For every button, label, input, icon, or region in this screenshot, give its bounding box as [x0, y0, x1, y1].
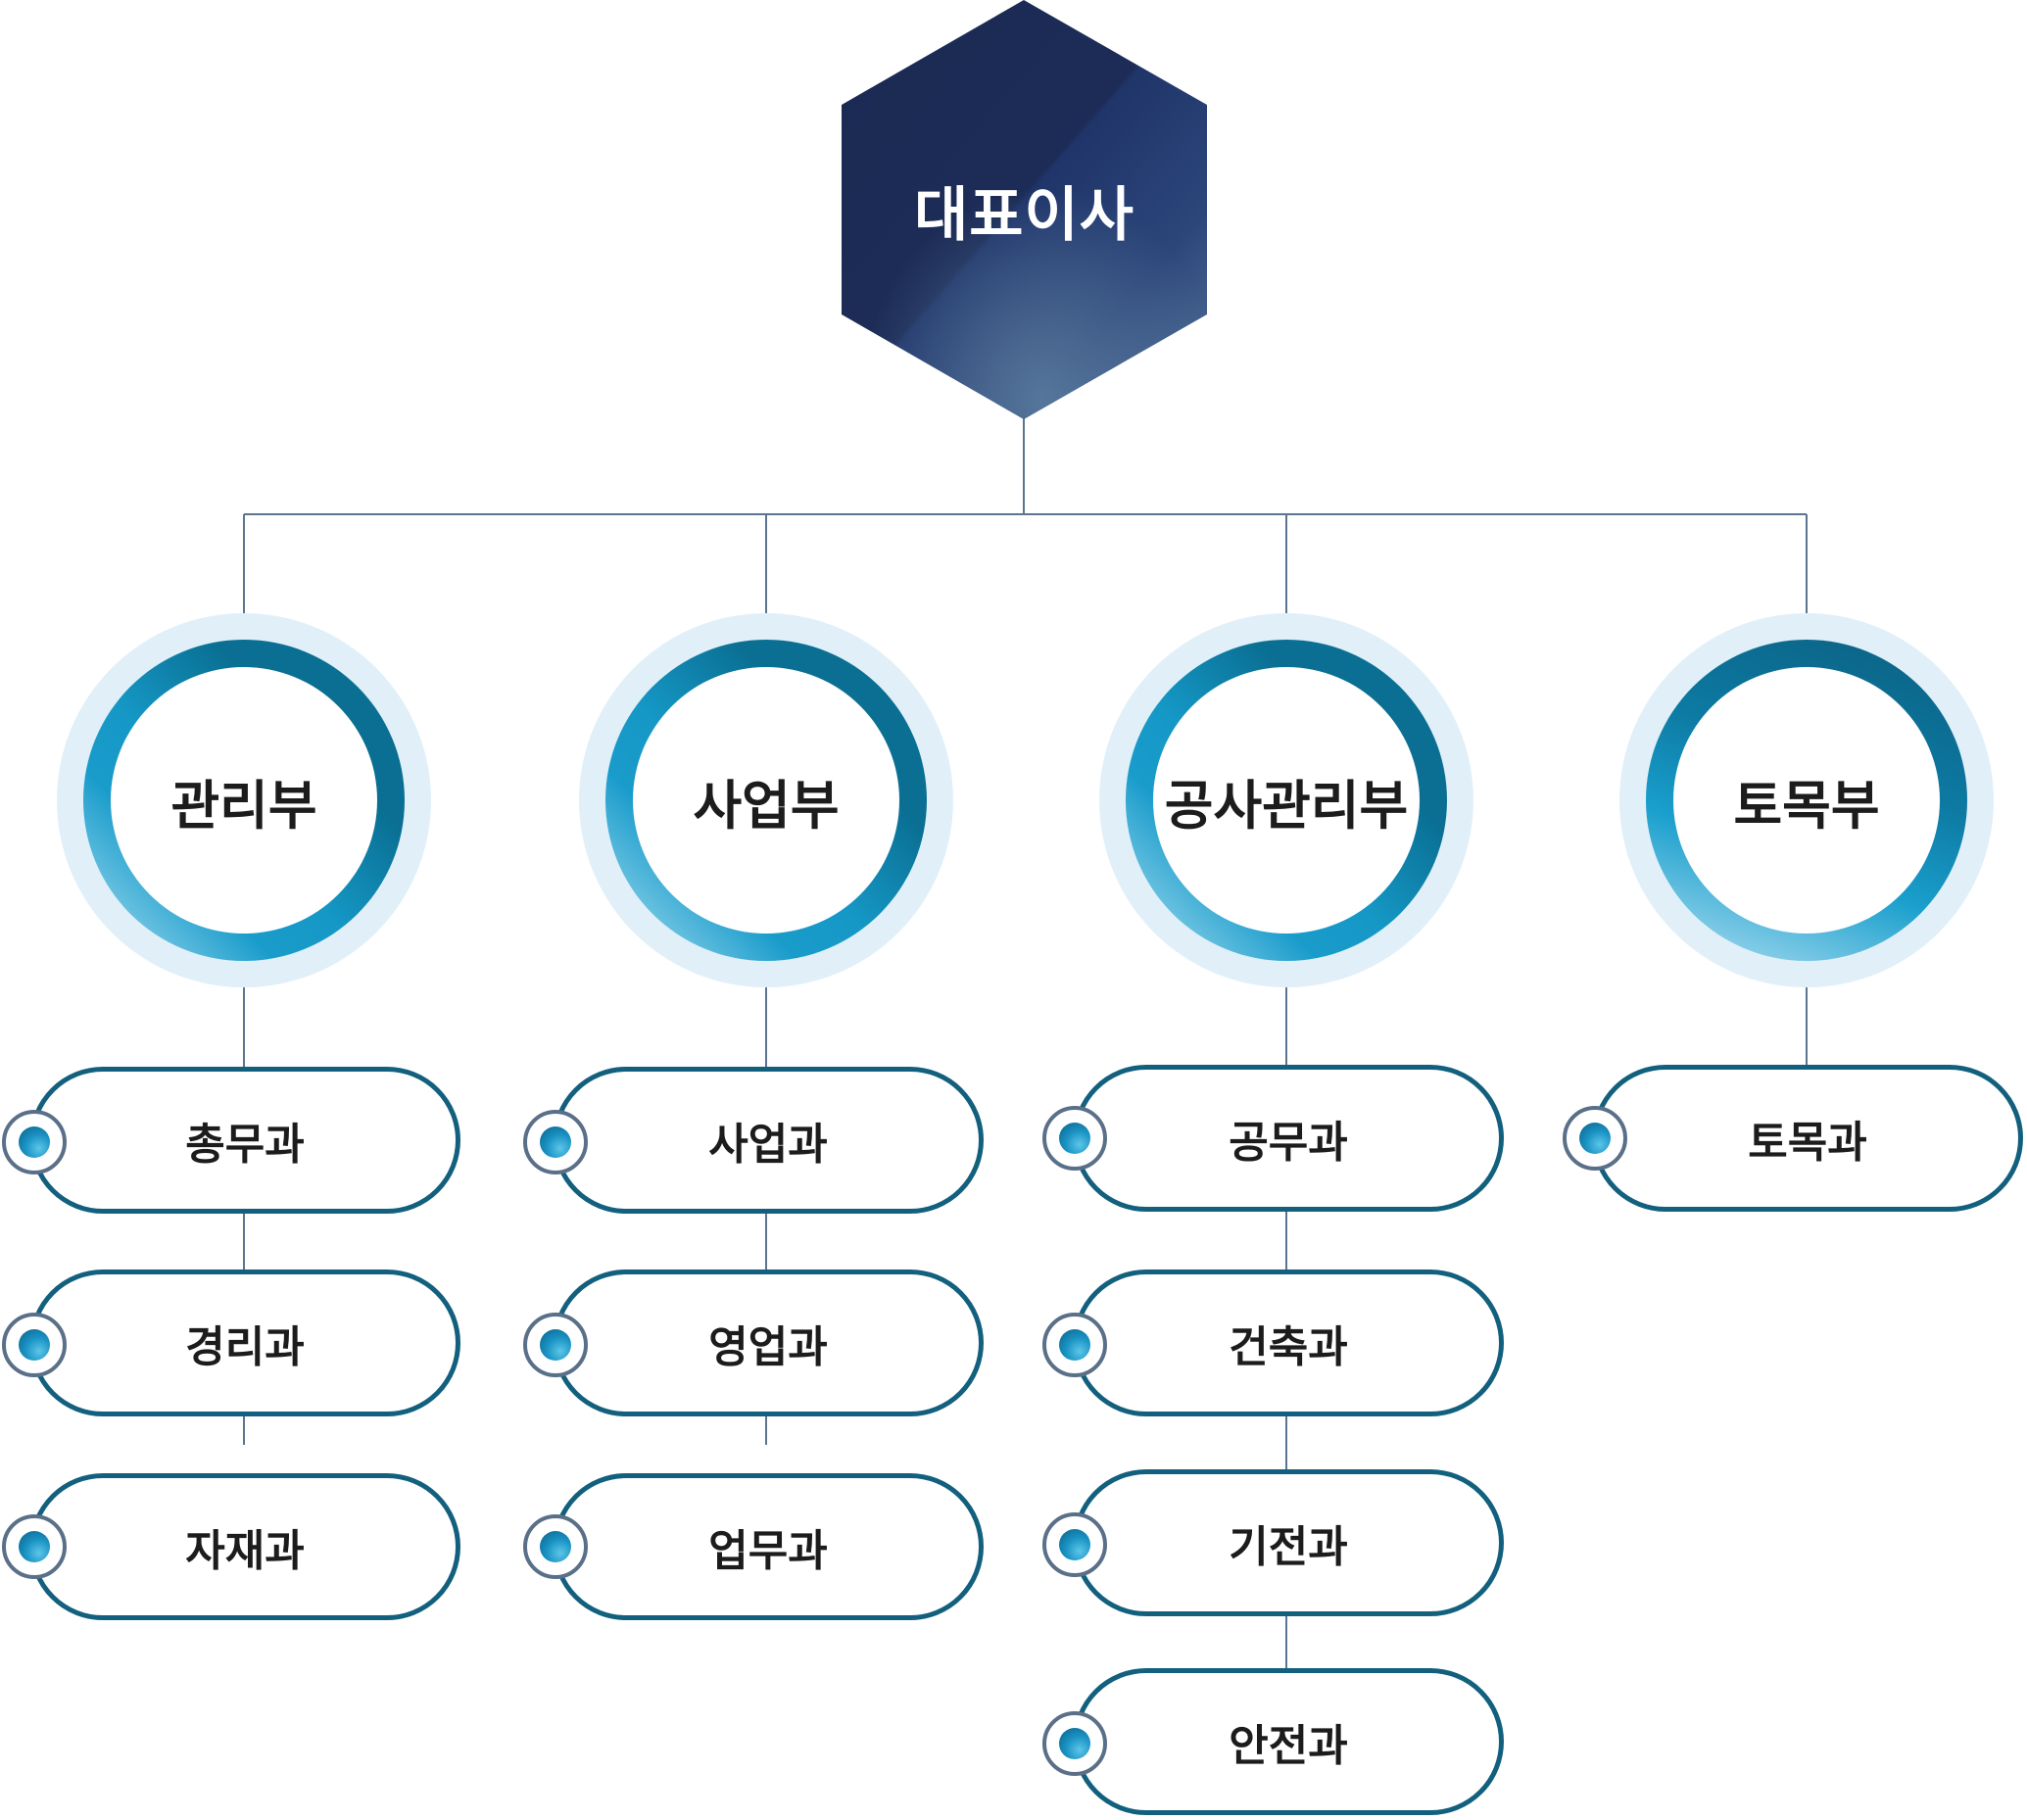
bullet-dot [1059, 1728, 1090, 1759]
department-title: 사업부 [693, 774, 840, 837]
department-title: 관리부 [170, 774, 317, 837]
bullet-dot [540, 1531, 571, 1562]
team-bullet-icon [1563, 1106, 1627, 1171]
bullet-dot [1579, 1123, 1611, 1154]
ceo-node: 대표이사 [842, 0, 1207, 419]
team-title: 자재과 [185, 1526, 305, 1576]
bullet-dot [19, 1531, 50, 1562]
bullet-dot [19, 1329, 50, 1361]
team-title: 경리과 [185, 1322, 305, 1372]
team-bullet-icon [523, 1514, 588, 1579]
team-bullet-icon [1042, 1711, 1107, 1776]
team-bullet-icon [2, 1110, 67, 1174]
department-node: 토목부 [1619, 613, 1994, 987]
department-node: 공사관리부 [1099, 613, 1473, 987]
team-bullet-icon [523, 1110, 588, 1174]
team-title: 영업과 [708, 1322, 828, 1372]
bullet-dot [1059, 1529, 1090, 1560]
hexagon-shape [842, 0, 1207, 419]
team-node: 안전과 [1073, 1668, 1504, 1815]
team-node: 기전과 [1073, 1469, 1504, 1616]
department-title: 토목부 [1733, 774, 1880, 837]
team-title: 총무과 [185, 1120, 305, 1170]
team-bullet-icon [523, 1313, 588, 1377]
team-title: 기전과 [1229, 1522, 1348, 1572]
department-core: 공사관리부 [1153, 667, 1420, 934]
team-node: 업무과 [553, 1473, 984, 1620]
bullet-dot [1059, 1123, 1090, 1154]
team-node: 사업과 [553, 1067, 984, 1214]
team-bullet-icon [2, 1514, 67, 1579]
team-title: 건축과 [1229, 1322, 1348, 1372]
department-title: 공사관리부 [1164, 774, 1409, 837]
department-node: 관리부 [57, 613, 431, 987]
team-node: 자재과 [29, 1473, 460, 1620]
team-title: 공무과 [1229, 1118, 1348, 1168]
team-node: 공무과 [1073, 1065, 1504, 1212]
team-title: 안전과 [1229, 1721, 1348, 1771]
team-bullet-icon [1042, 1313, 1107, 1377]
team-node: 건축과 [1073, 1269, 1504, 1416]
ceo-title: 대표이사 [914, 180, 1134, 250]
team-node: 영업과 [553, 1269, 984, 1416]
team-title: 토목과 [1748, 1118, 1867, 1168]
bullet-dot [540, 1126, 571, 1158]
department-core: 관리부 [111, 667, 377, 934]
department-node: 사업부 [579, 613, 953, 987]
bullet-dot [19, 1126, 50, 1158]
bullet-dot [1059, 1329, 1090, 1361]
bullet-dot [540, 1329, 571, 1361]
team-node: 토목과 [1592, 1065, 2023, 1212]
department-core: 토목부 [1673, 667, 1940, 934]
team-bullet-icon [1042, 1106, 1107, 1171]
team-bullet-icon [2, 1313, 67, 1377]
team-node: 총무과 [29, 1067, 460, 1214]
team-node: 경리과 [29, 1269, 460, 1416]
department-core: 사업부 [633, 667, 899, 934]
team-title: 사업과 [708, 1120, 828, 1170]
team-bullet-icon [1042, 1512, 1107, 1577]
team-title: 업무과 [708, 1526, 828, 1576]
